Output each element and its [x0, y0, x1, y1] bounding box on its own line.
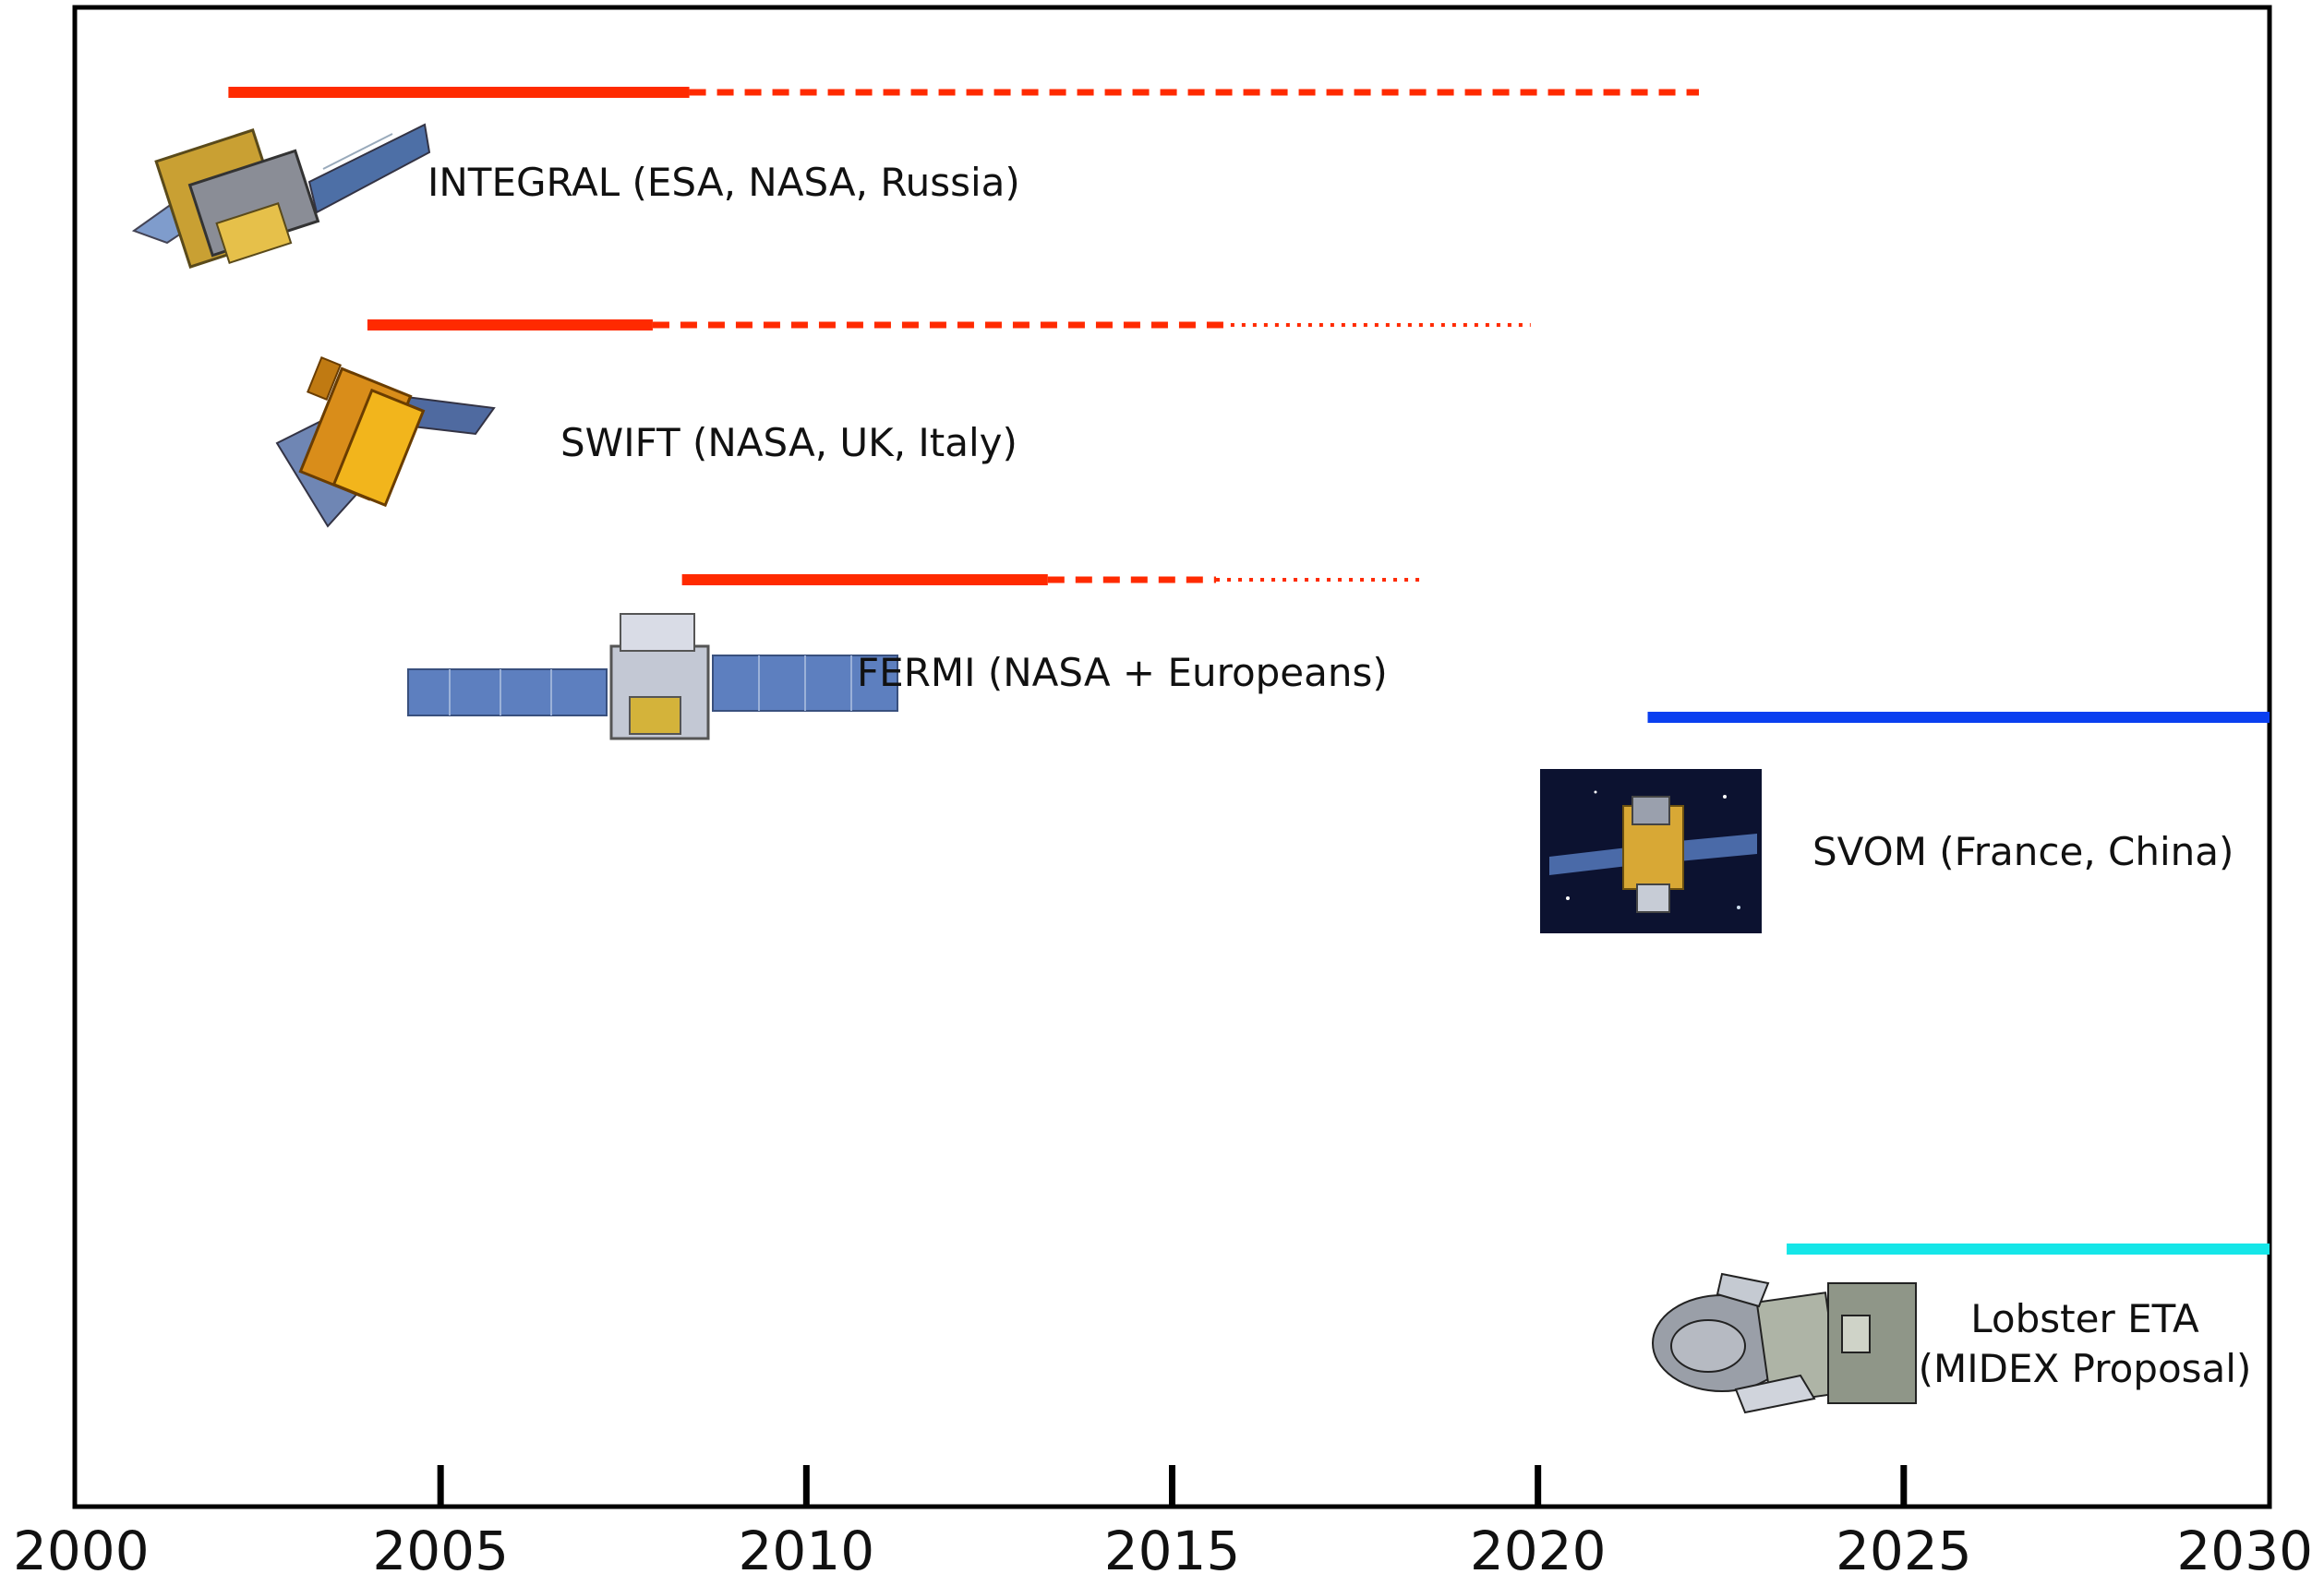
svom-satellite-icon	[1540, 769, 1762, 933]
x-tick-label: 2005	[372, 1520, 509, 1574]
x-tick-label: 2030	[2176, 1520, 2313, 1574]
fermi-label: FERMI (NASA + Europeans)	[857, 650, 1388, 695]
x-tick-label: 2020	[1470, 1520, 1607, 1574]
x-tick-label: 2015	[1104, 1520, 1241, 1574]
fermi-satellite-icon	[407, 613, 898, 740]
mission-bars	[228, 87, 2270, 1255]
lobster-label-line2: (MIDEX Proposal)	[1919, 1346, 2252, 1391]
svom-label: SVOM (France, China)	[1812, 829, 2234, 874]
x-axis-ticks: 2000 2005 2010 2015 2020 2025 2030	[13, 1465, 2313, 1574]
x-tick-label: 2000	[13, 1520, 150, 1574]
lobster-label-line1: Lobster ETA	[1970, 1296, 2199, 1341]
lobster-satellite-icon	[1652, 1272, 1917, 1414]
plot-frame	[72, 5, 2272, 1509]
x-tick-label: 2025	[1836, 1520, 1972, 1574]
integral-satellite-icon	[131, 123, 431, 269]
integral-label: INTEGRAL (ESA, NASA, Russia)	[427, 160, 1020, 205]
x-tick-label: 2010	[739, 1520, 875, 1574]
swift-satellite-icon	[275, 356, 496, 528]
swift-label: SWIFT (NASA, UK, Italy)	[560, 420, 1018, 465]
